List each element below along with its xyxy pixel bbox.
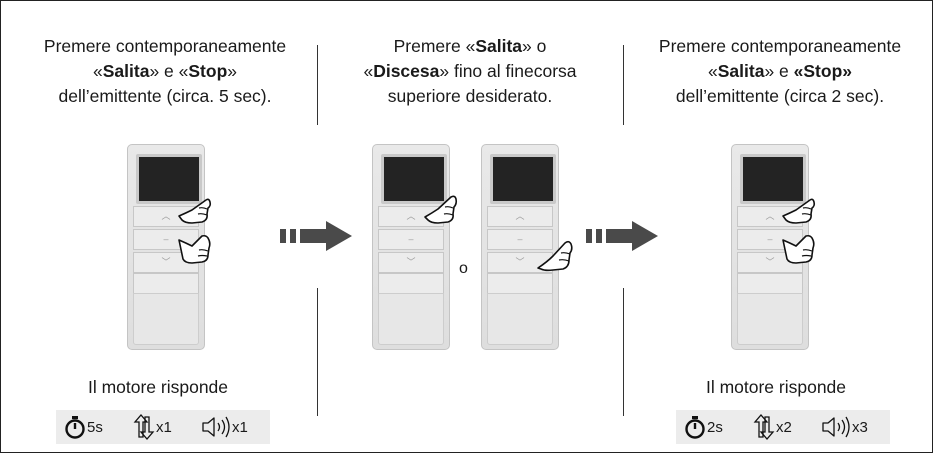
- step2-instruction: Premere «Salita» o «Discesa» fino al fin…: [330, 34, 610, 109]
- beep-count: x1: [232, 419, 248, 436]
- up-down-movement-icon: [753, 414, 775, 440]
- step3-line1: Premere contemporaneamente: [658, 36, 902, 56]
- remote-stop-key: –: [487, 229, 553, 250]
- step2-line3: superiore desiderato.: [387, 86, 553, 106]
- hand-press-icon: [782, 198, 816, 224]
- step1-instruction: Premere contemporaneamente «Salita» e «S…: [15, 34, 315, 109]
- step2-line1: Premere «Salita» o: [393, 36, 547, 56]
- remote-screen: [136, 154, 202, 204]
- divider-right-top: [623, 45, 624, 125]
- speaker-icon: [202, 416, 230, 438]
- remote-extra-key: [378, 273, 444, 294]
- step3-line2: «Salita» e «Stop»: [708, 61, 852, 81]
- response-icons-left: 5s x1 x1: [56, 410, 270, 444]
- remote-bottom-panel: [133, 293, 199, 345]
- timer-value: 2s: [707, 419, 723, 436]
- motor-response-label: Il motore risponde: [87, 377, 229, 397]
- divider-left-top: [317, 45, 318, 125]
- remote-bottom-panel: [378, 293, 444, 345]
- remote-stop-key: –: [378, 229, 444, 250]
- remote-screen: [740, 154, 806, 204]
- step3-line3: dell’emittente (circa 2 sec).: [675, 86, 885, 106]
- or-label: o: [459, 260, 468, 277]
- hand-press-icon: [178, 234, 211, 264]
- hand-press-icon: [782, 234, 815, 264]
- remote-control-icon: ︿ – ﹀: [372, 144, 450, 350]
- dashed-arrow-icon: [280, 221, 352, 251]
- step1-line3: dell’emittente (circa. 5 sec).: [58, 86, 272, 106]
- remote-down-key: ﹀: [378, 252, 444, 273]
- remote-up-key: ︿: [133, 206, 199, 227]
- step3-instruction: Premere contemporaneamente «Salita» e «S…: [632, 34, 928, 109]
- remote-extra-key: [487, 273, 553, 294]
- speaker-icon: [822, 416, 850, 438]
- divider-right-bottom: [623, 288, 624, 416]
- up-down-movement-icon: [133, 414, 155, 440]
- remote-bottom-panel: [487, 293, 553, 345]
- response-icons-right: 2s x2 x3: [676, 410, 890, 444]
- hand-press-icon: [537, 240, 573, 272]
- divider-left-bottom: [317, 288, 318, 416]
- beep-count: x3: [852, 419, 868, 436]
- stopwatch-icon: [685, 416, 705, 439]
- timer-value: 5s: [87, 419, 103, 436]
- remote-up-key: ︿: [737, 206, 803, 227]
- hand-press-icon: [178, 198, 212, 224]
- motor-response-label: Il motore risponde: [705, 377, 847, 397]
- movement-count: x2: [776, 419, 792, 436]
- remote-control-icon: ︿ – ﹀: [481, 144, 559, 350]
- dashed-arrow-icon: [586, 221, 658, 251]
- remote-screen: [490, 154, 556, 204]
- remote-bottom-panel: [737, 293, 803, 345]
- remote-extra-key: [133, 273, 199, 294]
- step1-line1: Premere contemporaneamente: [43, 36, 287, 56]
- remote-screen: [381, 154, 447, 204]
- step2-line2: «Discesa» fino al finecorsa: [363, 61, 577, 81]
- remote-up-key: ︿: [487, 206, 553, 227]
- stopwatch-icon: [65, 416, 85, 439]
- step1-line2: «Salita» e «Stop»: [93, 61, 237, 81]
- remote-extra-key: [737, 273, 803, 294]
- movement-count: x1: [156, 419, 172, 436]
- hand-press-icon: [424, 195, 458, 224]
